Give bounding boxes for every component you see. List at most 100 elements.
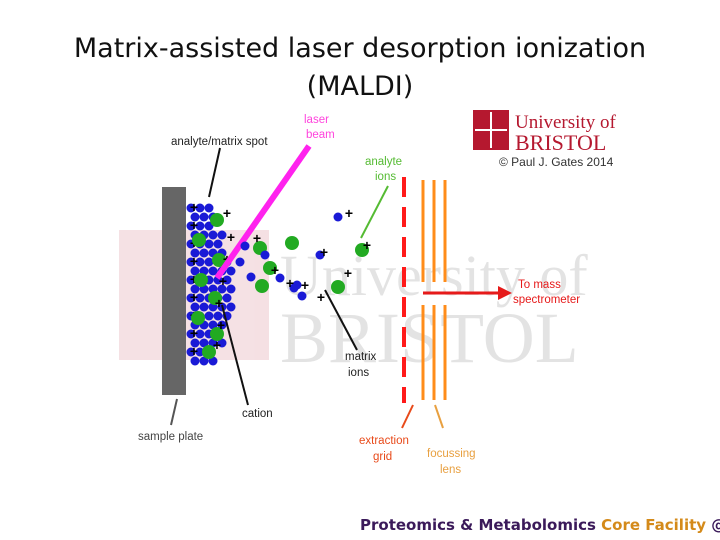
matrix-molecule	[186, 275, 196, 285]
matrix-molecule	[199, 302, 209, 312]
analyte-charge: +	[213, 337, 221, 353]
cation-charge: +	[190, 343, 198, 359]
analyte-molecule	[210, 213, 224, 227]
analyte-ions-pointer	[360, 185, 389, 239]
cation-pointer	[221, 304, 249, 406]
cation-charge: +	[190, 217, 198, 233]
analyte-charge: +	[217, 317, 225, 333]
title-line-2: (MALDI)	[306, 71, 414, 102]
title-line-1: Matrix-assisted laser desorption ionizat…	[73, 33, 647, 64]
matrix-molecule	[195, 329, 205, 339]
ion-charge: +	[344, 265, 352, 281]
matrix-molecule	[222, 293, 232, 303]
matrix-molecule	[186, 329, 196, 339]
cation-charge: +	[190, 253, 198, 269]
matrix-ion	[260, 250, 270, 260]
logo-copyright: © Paul J. Gates 2014	[499, 155, 614, 169]
footer: Proteomics & Metabolomics Core Facility …	[360, 516, 720, 534]
footer-at: @	[711, 516, 720, 534]
matrix-molecule	[186, 257, 196, 267]
label-sample-plate: sample plate	[138, 431, 203, 443]
cation-charge: +	[190, 289, 198, 305]
maldi-diagram: University of BRISTOL + + + + + + + + + + + + + + + + +…	[105, 100, 620, 490]
matrix-ion	[333, 212, 343, 222]
analyte-molecule	[212, 253, 226, 267]
matrix-ion	[235, 257, 245, 267]
maldi-diagram-svg: University of BRISTOL + + + + + + + + + + + + + + + + +…	[119, 110, 616, 476]
analyte-charge: +	[215, 295, 223, 311]
label-focussing: focussing	[427, 448, 476, 460]
spot-pointer	[208, 147, 221, 198]
ion-charge: +	[286, 275, 294, 291]
analyte-molecule	[191, 311, 205, 325]
ion-charge: +	[301, 277, 309, 293]
analyte-ion	[255, 279, 269, 293]
analyte-matrix-spot: ++++++++++++++++	[186, 199, 236, 366]
matrix-ions-pointer	[324, 289, 358, 351]
ion-flight-arrowhead	[498, 286, 512, 300]
matrix-molecule	[195, 221, 205, 231]
analyte-charge: +	[227, 229, 235, 245]
matrix-molecule	[199, 212, 209, 222]
matrix-molecule	[186, 347, 196, 357]
university-logo: University of BRISTOL © Paul J. Gates 20…	[473, 110, 616, 169]
footer-proteomics: Proteomics & Metabolomics	[360, 516, 596, 534]
matrix-molecule	[217, 338, 227, 348]
watermark-line-2: BRISTOL	[280, 298, 579, 378]
matrix-molecule	[217, 320, 227, 330]
matrix-molecule	[190, 356, 200, 366]
matrix-molecule	[195, 347, 205, 357]
matrix-molecule	[208, 266, 218, 276]
matrix-molecule	[204, 311, 214, 321]
ion-charge: +	[271, 262, 279, 278]
matrix-molecule	[195, 257, 205, 267]
label-matrix: matrix	[345, 351, 377, 363]
label-cation: cation	[242, 408, 273, 420]
analyte-molecule	[202, 345, 216, 359]
matrix-ion	[240, 241, 250, 251]
matrix-molecule	[199, 356, 209, 366]
label-focussing-lens: lens	[440, 464, 461, 476]
matrix-molecule	[186, 293, 196, 303]
matrix-molecule	[190, 248, 200, 258]
extraction-grid-pointer	[401, 404, 414, 429]
logo-line-1: University of	[515, 112, 616, 133]
analyte-charge: +	[219, 273, 227, 289]
focussing-lens-pointer	[434, 404, 444, 429]
matrix-molecule	[226, 302, 236, 312]
footer-core-facility: Core Facility	[601, 516, 707, 534]
cation-charge: +	[190, 199, 198, 215]
matrix-molecule	[190, 266, 200, 276]
matrix-molecule	[213, 239, 223, 249]
matrix-molecule	[190, 338, 200, 348]
matrix-ion	[246, 272, 256, 282]
label-beam: beam	[306, 129, 335, 141]
label-spectrometer: spectrometer	[513, 294, 580, 306]
matrix-molecule	[190, 212, 200, 222]
matrix-molecule	[208, 230, 218, 240]
matrix-molecule	[190, 302, 200, 312]
analyte-ion	[263, 261, 277, 275]
matrix-molecule	[204, 239, 214, 249]
focussing-lens	[421, 180, 447, 400]
ion-plume: +++++++++	[235, 205, 371, 305]
matrix-molecule	[217, 284, 227, 294]
slide-title: Matrix-assisted laser desorption ionizat…	[0, 30, 720, 106]
matrix-molecule	[190, 284, 200, 294]
matrix-molecule	[204, 203, 214, 213]
label-analyte: analyte	[365, 156, 402, 168]
matrix-molecule	[222, 275, 232, 285]
matrix-molecule	[217, 230, 227, 240]
cation-charge: +	[190, 325, 198, 341]
matrix-ion	[315, 250, 325, 260]
matrix-ion	[292, 280, 302, 290]
ion-charge: +	[317, 289, 325, 305]
ion-charge: +	[345, 205, 353, 221]
matrix-ion	[297, 291, 307, 301]
analyte-ion	[355, 243, 369, 257]
ion-charge: +	[363, 237, 371, 253]
matrix-molecule	[195, 203, 205, 213]
ion-charge: +	[253, 230, 261, 246]
matrix-molecule	[226, 284, 236, 294]
matrix-molecule	[204, 257, 214, 267]
